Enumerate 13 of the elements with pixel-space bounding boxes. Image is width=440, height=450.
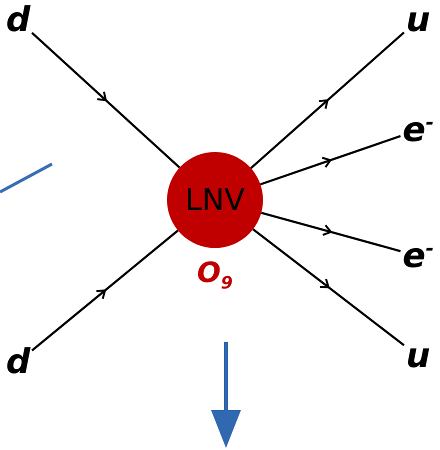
fermion-line	[31, 32, 180, 168]
vertex-label: LNV	[185, 182, 245, 218]
operator-label: O$_{9}$	[197, 256, 233, 294]
fermion-line	[260, 135, 401, 186]
particle-label: d	[6, 2, 30, 38]
fermion-line	[250, 32, 405, 169]
particle-label: u	[406, 338, 430, 374]
particle-label: e$^{-}$	[402, 112, 434, 148]
fermion-line	[252, 228, 405, 346]
particle-label: e$^{-}$	[402, 238, 434, 274]
particle-label: d	[6, 344, 30, 380]
fermion-line	[260, 212, 401, 252]
particle-label: u	[406, 2, 430, 38]
